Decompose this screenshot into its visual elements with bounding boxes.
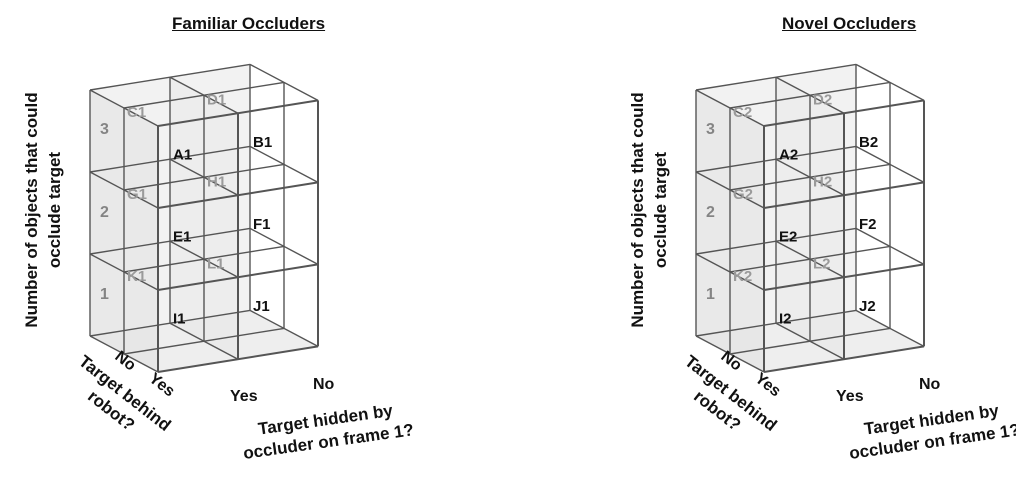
y-tick-2: 2	[100, 204, 109, 221]
grid-edge	[775, 322, 845, 360]
x-tick-yes: Yes	[836, 388, 864, 405]
cell-label: B1	[253, 134, 272, 151]
cell-label: J1	[253, 298, 270, 315]
cell-label: C1	[127, 104, 146, 121]
cell-label: D1	[207, 91, 226, 108]
cell-label: K1	[127, 268, 146, 285]
grid-edge	[775, 158, 845, 196]
grid-edge	[169, 322, 239, 360]
x-tick-yes: Yes	[230, 388, 258, 405]
panel-novel: Novel Occluders Number of objects that c…	[606, 0, 1016, 488]
grid-edge	[855, 63, 925, 102]
grid-edge	[775, 76, 845, 114]
cell-label: A1	[173, 147, 192, 164]
cell-label: A2	[779, 147, 798, 164]
y-tick-1: 1	[706, 286, 715, 303]
cell-label: K2	[733, 268, 752, 285]
grid-edge	[89, 89, 159, 127]
grid-edge	[169, 158, 239, 196]
grid-edge	[249, 227, 319, 266]
grid-edge	[249, 309, 319, 348]
cell-label: E2	[779, 229, 797, 246]
cell-label: D2	[813, 91, 832, 108]
grid-edge	[89, 335, 159, 373]
cell-label: J2	[859, 298, 876, 315]
y-tick-3: 3	[100, 121, 109, 138]
cell-label: E1	[173, 229, 191, 246]
cell-label: L1	[207, 255, 225, 272]
grid-edge	[249, 63, 319, 102]
grid-edge	[855, 227, 925, 266]
x-tick-no: No	[313, 376, 335, 393]
y-tick-3: 3	[706, 121, 715, 138]
grid-edge	[249, 145, 319, 184]
grid-edge	[89, 253, 159, 291]
grid-edge	[695, 335, 765, 373]
cell-label: F1	[253, 216, 271, 233]
cell-label: G2	[733, 186, 753, 203]
grid-edge	[775, 240, 845, 278]
grid-edge	[89, 171, 159, 209]
grid-edge	[695, 171, 765, 209]
panel-title: Familiar Occluders	[172, 14, 326, 33]
grid-edge	[695, 89, 765, 127]
cell-label: F2	[859, 216, 877, 233]
x-tick-no: No	[919, 376, 941, 393]
cell-label: B2	[859, 134, 878, 151]
cell-label: I2	[779, 311, 792, 328]
grid-edge	[855, 309, 925, 348]
cell-label: H2	[813, 173, 832, 190]
y-tick-1: 1	[100, 286, 109, 303]
cell-label: C2	[733, 104, 752, 121]
grid-edge	[169, 240, 239, 278]
y-tick-2: 2	[706, 204, 715, 221]
cell-label: L2	[813, 255, 831, 272]
panel-title: Novel Occluders	[782, 14, 917, 33]
cell-label: H1	[207, 173, 226, 190]
cell-label: G1	[127, 186, 147, 203]
grid-edge	[695, 253, 765, 291]
panel-familiar: Familiar Occluders Number of objects tha…	[22, 14, 415, 463]
cell-label: I1	[173, 311, 186, 328]
grid-edge	[855, 145, 925, 184]
grid-edge	[169, 76, 239, 114]
